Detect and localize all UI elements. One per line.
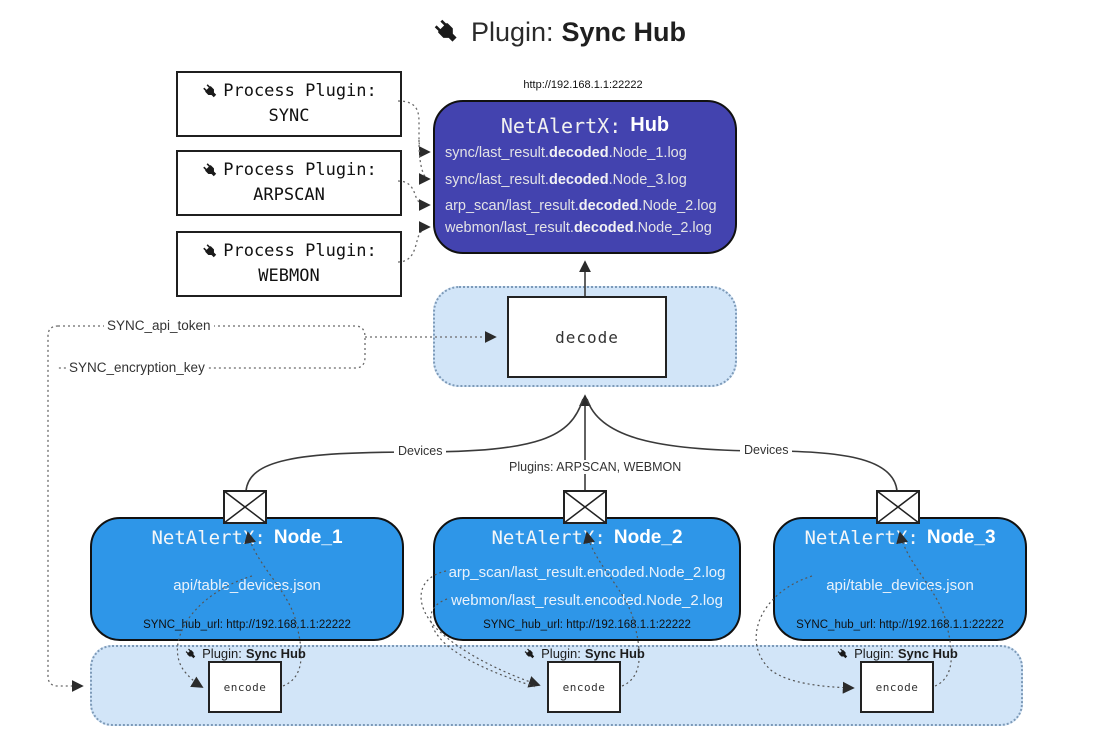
edge-sync-to-log2 xyxy=(418,139,431,185)
encoder-plugin-label: Plugin:Sync Hub xyxy=(827,646,967,661)
decode-box: decode xyxy=(507,296,667,378)
hub-title-prefix: NetAlertX: xyxy=(500,114,622,138)
process-plugin-box-sync: Process Plugin: SYNC xyxy=(176,71,402,137)
encode-box: encode xyxy=(547,661,621,713)
process-plugin-name: SYNC xyxy=(268,106,310,126)
node-hub-url: SYNC_hub_url: http://192.168.1.1:22222 xyxy=(796,619,1004,631)
title-prefix: Plugin: xyxy=(470,16,554,47)
hub-log-line: webmon/last_result.decoded.Node_2.log xyxy=(445,220,712,236)
node-box-node3: NetAlertX:Node_3 api/table_devices.json … xyxy=(773,517,1027,641)
sync-encryption-key-label: SYNC_encryption_key xyxy=(66,360,208,375)
plug-icon xyxy=(184,647,198,661)
node-box-node2: NetAlertX:Node_2 arp_scan/last_result.en… xyxy=(433,517,741,641)
node-title: NetAlertX:Node_2 xyxy=(491,527,683,549)
edge-sync-to-log1 xyxy=(397,100,431,158)
node-file: arp_scan/last_result.encoded.Node_2.log xyxy=(448,564,726,581)
process-plugin-label: Process Plugin: xyxy=(223,241,377,262)
node-file: api/table_devices.json xyxy=(173,577,321,594)
process-plugin-name: ARPSCAN xyxy=(253,185,325,205)
hub-title: NetAlertX: Hub xyxy=(435,114,735,138)
node-title: NetAlertX:Node_3 xyxy=(804,527,996,549)
encoder-plugin-label: Plugin:Sync Hub xyxy=(175,646,315,661)
plugins-mid-label: Plugins: ARPSCAN, WEBMON xyxy=(505,460,686,474)
process-plugin-box-arpscan: Process Plugin: ARPSCAN xyxy=(176,150,402,216)
envelope-icon xyxy=(876,490,920,529)
node-file: api/table_devices.json xyxy=(826,577,974,594)
node-hub-url: SYNC_hub_url: http://192.168.1.1:22222 xyxy=(143,619,351,631)
title-name: Sync Hub xyxy=(561,16,687,47)
node-file: webmon/last_result.encoded.Node_2.log xyxy=(451,592,723,609)
plug-icon xyxy=(201,161,220,180)
process-plugin-box-webmon: Process Plugin: WEBMON xyxy=(176,231,402,297)
devices-left-label: Devices xyxy=(394,444,447,458)
hub-log-line: sync/last_result.decoded.Node_3.log xyxy=(445,172,687,188)
edge-secrets-to-band xyxy=(47,325,84,692)
hub-box: NetAlertX: Hub sync/last_result.decoded.… xyxy=(433,100,737,254)
hub-log-line: sync/last_result.decoded.Node_1.log xyxy=(445,145,687,161)
node-hub-url: SYNC_hub_url: http://192.168.1.1:22222 xyxy=(483,619,691,631)
devices-right-label: Devices xyxy=(740,443,793,457)
page-title: Plugin: Sync Hub xyxy=(0,16,1117,48)
process-plugin-label: Process Plugin: xyxy=(223,160,377,181)
plug-icon xyxy=(523,647,537,661)
edge-arpscan-to-log3 xyxy=(397,180,431,211)
encoder-plugin-label: Plugin:Sync Hub xyxy=(514,646,654,661)
encode-box: encode xyxy=(860,661,934,713)
plug-icon xyxy=(201,82,220,101)
edge-webmon-to-log4 xyxy=(397,221,431,263)
hub-title-name: Hub xyxy=(630,114,670,136)
process-plugin-name: WEBMON xyxy=(258,266,320,286)
hub-url-label: http://192.168.1.1:22222 xyxy=(523,79,643,91)
plug-icon xyxy=(201,242,220,261)
node-box-node1: NetAlertX:Node_1 api/table_devices.json … xyxy=(90,517,404,641)
envelope-icon xyxy=(563,490,607,529)
process-plugin-label: Process Plugin: xyxy=(223,81,377,102)
encode-box: encode xyxy=(208,661,282,713)
hub-log-line: arp_scan/last_result.decoded.Node_2.log xyxy=(445,198,717,214)
plug-icon xyxy=(836,647,850,661)
plug-icon xyxy=(431,16,463,48)
sync-api-token-label: SYNC_api_token xyxy=(104,318,214,333)
envelope-icon xyxy=(223,490,267,529)
node-title: NetAlertX:Node_1 xyxy=(151,527,343,549)
